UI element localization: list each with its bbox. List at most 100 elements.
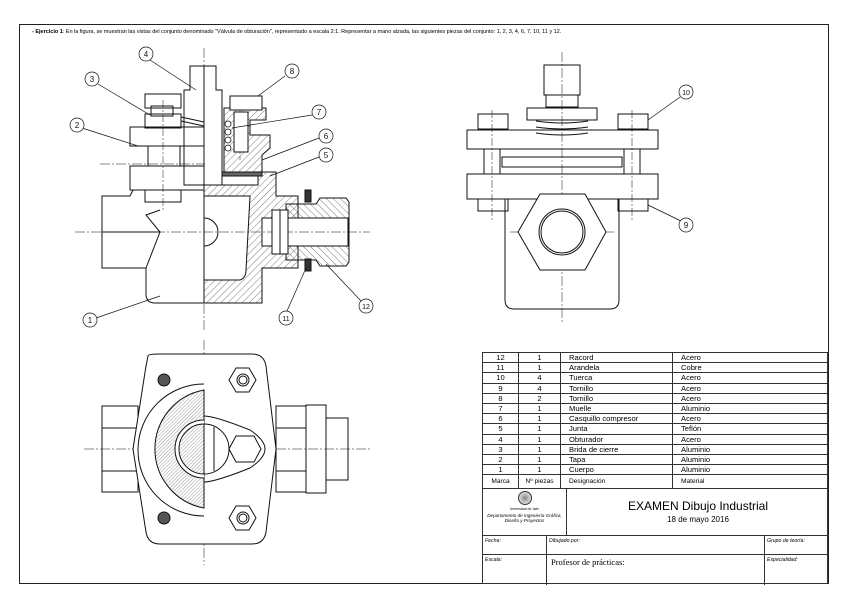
parts-header-cell: Nº piezas xyxy=(518,474,561,490)
side-view xyxy=(466,52,659,322)
parts-cell-n: 1 xyxy=(518,362,561,374)
parts-cell-material: Cobre xyxy=(672,362,828,374)
escala-field[interactable]: Escala: xyxy=(483,555,547,585)
parts-cell-n: 1 xyxy=(518,402,561,415)
drawing-sheet-frame xyxy=(19,24,829,584)
parts-cell-designacion: Arandela xyxy=(560,362,673,374)
section-view xyxy=(75,48,370,330)
plan-view xyxy=(84,340,370,565)
parts-cell-marca: 1 xyxy=(482,464,519,476)
callout-9: 9 xyxy=(684,221,689,230)
parts-cell-designacion: Brida de cierre xyxy=(560,443,673,455)
callout-11: 11 xyxy=(282,316,289,323)
university-logo-cell: Universidad de Jaén Departamento de Inge… xyxy=(483,489,567,536)
exam-title-cell: EXAMEN Dibujo Industrial 18 de mayo 2016 xyxy=(567,489,829,536)
parts-cell-material: Acero xyxy=(672,351,828,364)
parts-cell-marca: 7 xyxy=(482,402,519,415)
callout-7: 7 xyxy=(317,108,322,117)
parts-header-cell: Marca xyxy=(482,474,519,490)
parts-cell-material: Aluminio xyxy=(672,464,828,476)
parts-cell-n: 1 xyxy=(518,453,561,466)
dibujado-por-field[interactable]: Dibujado por: xyxy=(547,536,765,555)
parts-cell-designacion: Muelle xyxy=(560,402,673,415)
callout-2: 2 xyxy=(75,121,80,130)
exam-title: EXAMEN Dibujo Industrial xyxy=(627,499,769,513)
parts-cell-n: 4 xyxy=(518,372,561,384)
parts-cell-material: Acero xyxy=(672,372,828,384)
especialidad-field[interactable]: Especialidad: xyxy=(767,557,798,563)
exam-date: 18 de mayo 2016 xyxy=(667,515,729,524)
exercise-text: : En la figura, se muestran las vistas d… xyxy=(62,29,562,35)
parts-cell-material: Aluminio xyxy=(672,402,828,415)
parts-cell-material: Teflón xyxy=(672,423,828,435)
exercise-statement: - Ejercicio 1: En la figura, se muestran… xyxy=(32,29,561,35)
parts-header-cell: Material xyxy=(672,474,828,490)
parts-cell-designacion: Tornillo xyxy=(560,392,673,404)
parts-cell-designacion: Tuerca xyxy=(560,372,673,384)
parts-cell-material: Acero xyxy=(672,382,828,394)
parts-cell-n: 1 xyxy=(518,464,561,476)
parts-cell-marca: 3 xyxy=(482,443,519,455)
department-line-1: Departamento de Ingeniería Gráfica, xyxy=(487,513,562,518)
exercise-label: - Ejercicio 1 xyxy=(32,29,63,35)
parts-cell-n: 1 xyxy=(518,443,561,455)
side-callouts: 10 9 xyxy=(647,84,694,233)
fecha-field[interactable]: Fecha: xyxy=(483,536,547,555)
parts-cell-marca: 9 xyxy=(482,382,519,394)
parts-cell-marca: 8 xyxy=(482,392,519,404)
section-callouts: 4 3 2 8 7 6 5 1 11 12 xyxy=(69,46,374,328)
parts-header-cell: Designación xyxy=(560,474,673,490)
parts-cell-designacion: Casquillo compresor xyxy=(560,413,673,425)
parts-cell-marca: 10 xyxy=(482,372,519,384)
parts-cell-material: Aluminio xyxy=(672,453,828,466)
parts-cell-material: Aluminio xyxy=(672,443,828,455)
title-block: Universidad de Jaén Departamento de Inge… xyxy=(482,488,829,585)
parts-cell-n: 1 xyxy=(518,413,561,425)
parts-cell-material: Acero xyxy=(672,433,828,445)
parts-cell-designacion: Cuerpo xyxy=(560,464,673,476)
callout-8: 8 xyxy=(290,67,295,76)
parts-cell-designacion: Obturador xyxy=(560,433,673,445)
callout-6: 6 xyxy=(324,132,329,141)
callout-5: 5 xyxy=(324,151,329,160)
profesor-practicas-field[interactable]: Profesor de prácticas: xyxy=(547,555,765,585)
university-crest-icon xyxy=(517,491,532,505)
department-line-2: Diseño y Proyectos xyxy=(504,518,545,523)
parts-cell-marca: 6 xyxy=(482,413,519,425)
parts-cell-material: Acero xyxy=(672,413,828,425)
callout-10: 10 xyxy=(682,90,690,97)
callout-3: 3 xyxy=(90,75,95,84)
parts-cell-designacion: Racord xyxy=(560,351,673,364)
callout-12: 12 xyxy=(362,304,370,311)
parts-cell-n: 1 xyxy=(518,423,561,435)
parts-cell-marca: 12 xyxy=(482,351,519,364)
parts-cell-n: 4 xyxy=(518,382,561,394)
parts-cell-marca: 5 xyxy=(482,423,519,435)
parts-cell-designacion: Tapa xyxy=(560,453,673,466)
parts-cell-designacion: Junta xyxy=(560,423,673,435)
parts-cell-n: 2 xyxy=(518,392,561,404)
parts-cell-marca: 4 xyxy=(482,433,519,445)
grupo-teoria-field[interactable]: Grupo de teoría: xyxy=(765,536,829,555)
callout-1: 1 xyxy=(88,316,93,325)
parts-cell-marca: 2 xyxy=(482,453,519,466)
callout-4: 4 xyxy=(144,50,149,59)
parts-cell-material: Acero xyxy=(672,392,828,404)
parts-cell-n: 1 xyxy=(518,351,561,364)
parts-cell-n: 1 xyxy=(518,433,561,445)
parts-cell-designacion: Tornillo xyxy=(560,382,673,394)
